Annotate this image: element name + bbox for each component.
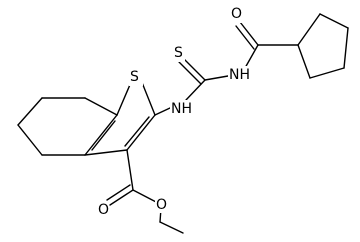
atom-amide-nh: NH [229,67,250,83]
atom-amine-nh: NH [171,101,192,117]
bond-c3a-c7a-double [91,120,116,151]
bond-nh-cs [185,79,206,101]
bond-c7a-c7 [84,97,118,116]
bond-c5-c4 [17,124,43,156]
bond-cp3-cp4 [343,27,349,69]
bond-co-double-2 [106,184,131,201]
atom-ester-carbonyl-oxygen: O [98,202,109,218]
atom-amide-oxygen: O [231,6,242,22]
bond-c3-ccarbonyl [126,149,134,191]
atom-sulfur-ring: S [130,69,139,85]
atom-ester-ether-oxygen: O [156,197,167,213]
bond-camide-o-2 [235,25,255,50]
bond-c6-c5 [17,97,43,126]
bond-cs-nh2 [204,75,229,81]
bond-c2-nh [154,107,171,116]
atom-label-layer: S NH S NH O O O [97,6,250,219]
bond-camide-o-1 [239,21,259,46]
bond-nh2-camide [244,44,259,69]
bond-c3a-c7a [84,114,118,156]
bond-co-double-1 [109,189,134,206]
bond-cs-double-1 [182,57,206,81]
bond-ch2-ch3 [159,221,184,234]
bond-s1-c2 [140,79,156,116]
bond-c2-c3 [126,114,156,151]
bond-cp2-cp3 [319,13,349,29]
bond-c3-c3a [84,149,128,156]
bond-c-oether [132,189,159,204]
atom-thiocarbonyl-sulfur: S [174,45,183,61]
bond-cp5-cp1 [297,44,311,79]
bond-cs-double-2 [178,61,202,85]
bond-layer [17,13,349,234]
bond-cp4-cp5 [309,67,345,79]
bond-cp1-cp2 [297,13,321,46]
bond-c2-c3-double [124,116,150,147]
